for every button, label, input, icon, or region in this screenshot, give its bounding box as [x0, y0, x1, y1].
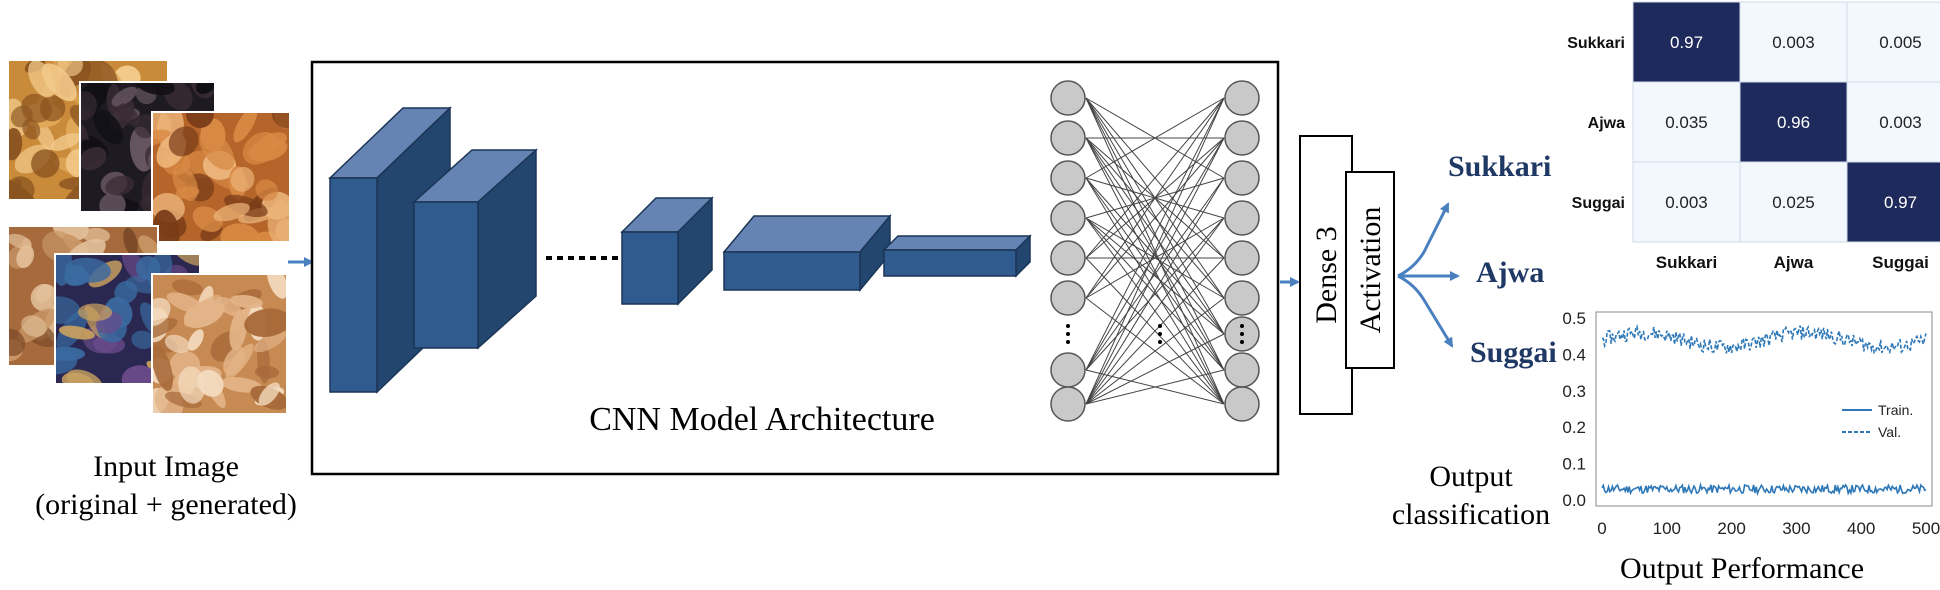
cm-cell-1-1 [1739, 81, 1848, 163]
fc-ellipsis-dot-1-1 [1158, 332, 1162, 336]
activation-block [1345, 171, 1395, 369]
cm-value-2-1: 0.025 [1772, 193, 1815, 212]
cm-value-0-2: 0.005 [1879, 33, 1922, 52]
cm-col-label-2: Suggai [1872, 253, 1929, 272]
y-tick-label-0: 0.0 [1562, 491, 1586, 510]
cm-cell-0-0 [1632, 1, 1741, 83]
conv-layer-2 [412, 148, 538, 350]
performance-caption: Output Performance [1620, 552, 1864, 585]
cm-value-1-0: 0.035 [1665, 113, 1708, 132]
cm-row-label-0: Sukkari [1567, 35, 1625, 52]
cm-value-1-1: 0.96 [1777, 113, 1810, 132]
series-line-val [1602, 323, 1927, 354]
cm-cell-2-0 [1632, 161, 1741, 243]
fc-neuron-right-4 [1224, 240, 1260, 276]
cnn-caption: CNN Model Architecture [589, 401, 935, 438]
output-caption-line1: Output [1429, 460, 1513, 493]
y-tick-label-2: 0.2 [1562, 418, 1586, 437]
output-caption-line2: classification [1392, 498, 1550, 531]
fc-neuron-right-0 [1224, 80, 1260, 116]
fc-neuron-right-1 [1224, 120, 1260, 156]
dense-block [1299, 135, 1353, 415]
y-tick-label-1: 0.1 [1562, 455, 1586, 474]
cm-value-1-2: 0.003 [1879, 113, 1922, 132]
x-tick-label-2: 200 [1717, 519, 1745, 538]
fc-ellipsis-dot-0-0 [1066, 324, 1070, 328]
fc-neuron-left-6 [1050, 352, 1086, 388]
conv-layer-4 [722, 213, 892, 293]
conv-layer-5 [882, 234, 1032, 278]
class-label-sukkari: Sukkari [1448, 150, 1551, 183]
input-thumbnail-6 [151, 273, 288, 415]
fc-ellipsis-dot-1-0 [1158, 324, 1162, 328]
cm-col-label-0: Sukkari [1656, 253, 1717, 272]
cm-cell-2-1 [1739, 161, 1848, 243]
y-tick-label-3: 0.3 [1562, 382, 1586, 401]
x-tick-label-0: 0 [1597, 519, 1606, 538]
cm-row-label-2: Suggai [1572, 195, 1625, 212]
cm-value-0-0: 0.97 [1670, 33, 1703, 52]
fc-ellipsis-dot-0-2 [1066, 340, 1070, 344]
fc-connections [1085, 97, 1225, 405]
cm-cell-0-2 [1846, 1, 1940, 83]
activation-label: Activation [1354, 207, 1387, 334]
input-thumbnail-3 [151, 111, 291, 243]
input-caption-line2: (original + generated) [35, 488, 297, 521]
class-label-ajwa: Ajwa [1476, 256, 1544, 289]
fc-ellipsis-dot-0-1 [1066, 332, 1070, 336]
cm-cell-2-2 [1846, 161, 1940, 243]
fc-neuron-left-1 [1050, 120, 1086, 156]
cm-value-2-0: 0.003 [1665, 193, 1708, 212]
fc-ellipsis-dot-2-0 [1240, 324, 1244, 328]
series-line-train [1601, 481, 1927, 497]
fc-ellipsis-dot-1-2 [1158, 340, 1162, 344]
cm-cell-1-2 [1846, 81, 1940, 163]
fully-connected-layers [1050, 80, 1260, 422]
dense-label: Dense 3 [1310, 226, 1343, 323]
cm-col-label-1: Ajwa [1774, 253, 1814, 272]
output-branch-arrows [1397, 202, 1460, 348]
y-tick-label-4: 0.4 [1562, 345, 1586, 364]
fc-ellipsis-dot-2-2 [1240, 340, 1244, 344]
fc-neuron-right-3 [1224, 200, 1260, 236]
fc-neuron-right-8 [1224, 386, 1260, 422]
x-tick-label-3: 300 [1782, 519, 1810, 538]
input-caption-line1: Input Image [93, 450, 239, 483]
fc-neuron-left-0 [1050, 80, 1086, 116]
cm-value-0-1: 0.003 [1772, 33, 1815, 52]
conv-layer-3 [620, 196, 714, 306]
class-label-suggai: Suggai [1470, 336, 1557, 369]
fc-neuron-right-5 [1224, 280, 1260, 316]
x-tick-label-5: 500 [1912, 519, 1940, 538]
fc-neuron-left-5 [1050, 280, 1086, 316]
x-tick-label-4: 400 [1847, 519, 1875, 538]
fc-neuron-left-2 [1050, 160, 1086, 196]
fc-ellipsis-dot-2-1 [1240, 332, 1244, 336]
legend-label-0: Train. [1878, 402, 1913, 418]
fc-neuron-left-7 [1050, 386, 1086, 422]
cm-row-label-1: Ajwa [1588, 115, 1625, 132]
fc-neuron-right-7 [1224, 352, 1260, 388]
performance-chart: 0.0 0.1 0.2 0.3 0.4 0.5 0 100 200 300 400 500 Train.… [1562, 309, 1940, 538]
legend-label-1: Val. [1878, 424, 1901, 440]
x-tick-label-1: 100 [1653, 519, 1681, 538]
fc-neuron-left-3 [1050, 200, 1086, 236]
fc-neuron-right-2 [1224, 160, 1260, 196]
cm-value-2-2: 0.97 [1884, 193, 1917, 212]
input-images [7, 59, 291, 415]
y-tick-label-5: 0.5 [1562, 309, 1586, 328]
fc-neuron-left-4 [1050, 240, 1086, 276]
